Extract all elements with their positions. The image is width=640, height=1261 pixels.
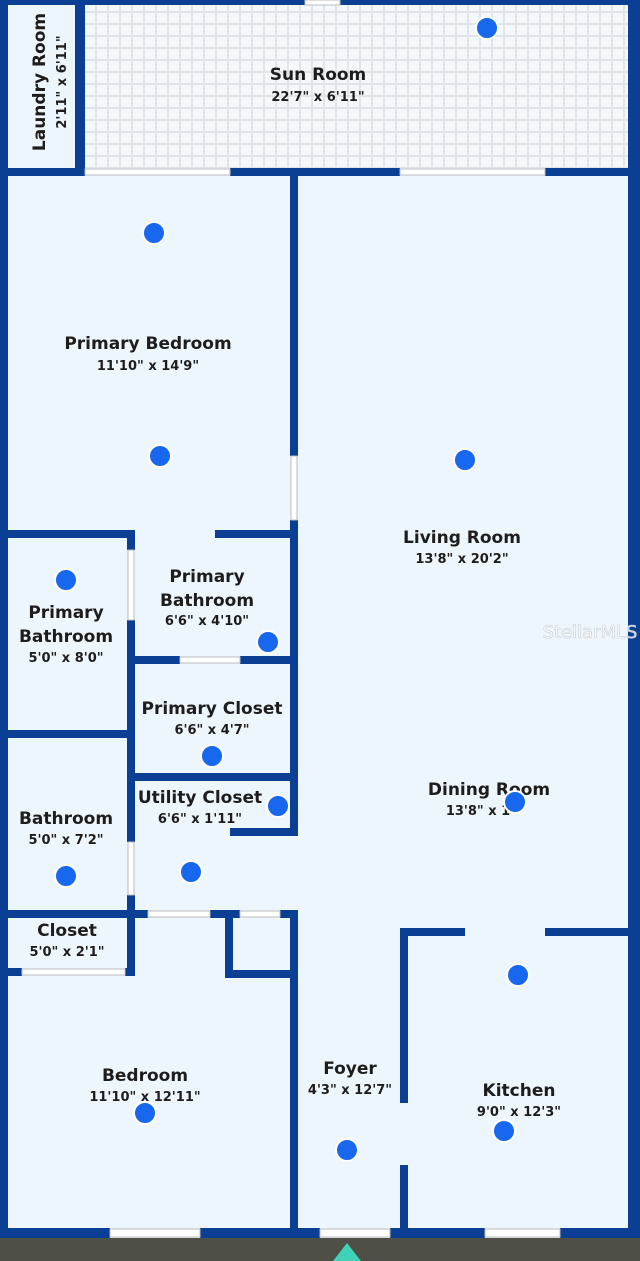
primary-bathroom-1-name2: Bathroom [19,627,113,647]
bedroom-name: Bedroom [102,1066,188,1086]
wall [75,0,85,175]
sun-room-tile-floor [85,5,628,168]
wall [400,928,408,1103]
living-room-name: Living Room [403,528,521,548]
wall [0,530,135,538]
kitchen-name: Kitchen [483,1081,556,1101]
photo-hotspot-dot-icon[interactable] [200,744,224,768]
bedroom-dims: 11'10" x 12'11" [89,1090,200,1105]
photo-hotspot-dot-icon[interactable] [54,864,78,888]
photo-hotspot-dot-icon[interactable] [266,794,290,818]
laundry-room-dims: 2'11" x 6'11" [55,35,70,128]
primary-bathroom-2-name2: Bathroom [160,591,254,611]
window-opening [147,910,211,918]
photo-hotspot-dot-icon[interactable] [506,963,530,987]
photo-hotspot-dot-icon[interactable] [335,1138,359,1162]
wall [0,910,148,918]
window-opening [304,0,341,6]
windows [21,0,561,1238]
wall [0,730,135,738]
wall [628,0,640,1238]
closet-name: Closet [37,921,97,941]
living-room-dims: 13'8" x 20'2" [415,552,508,567]
photo-hotspots [54,16,530,1162]
primary-bathroom-1-dims: 5'0" x 8'0" [28,651,103,666]
wall [127,895,135,975]
window-opening [239,910,281,918]
wall [0,968,22,976]
primary-bathroom-2-name1: Primary [169,567,244,587]
wall [0,168,85,176]
wall [127,530,135,550]
window-opening [179,656,241,664]
bathroom-name: Bathroom [19,809,113,829]
primary-closet-name: Primary Closet [142,699,283,719]
wall [545,928,635,936]
wall [390,1228,485,1238]
wall [215,530,298,538]
wall [290,910,298,1235]
photo-hotspot-dot-icon[interactable] [54,568,78,592]
wall [545,168,640,176]
wall [225,970,295,978]
wall [290,176,298,456]
wall [230,168,400,176]
foyer-name: Foyer [323,1059,377,1079]
photo-hotspot-dot-icon[interactable] [503,790,527,814]
utility-closet-name: Utility Closet [138,788,262,808]
wall [0,1228,110,1238]
photo-hotspot-dot-icon[interactable] [148,444,172,468]
window-opening [484,1228,561,1238]
primary-bathroom-2-dims: 6'6" x 4'10" [165,614,249,629]
sun-room-name: Sun Room [270,65,367,85]
wall [135,656,180,664]
window-opening [399,168,546,176]
photo-hotspot-dot-icon[interactable] [453,448,477,472]
kitchen-dims: 9'0" x 12'3" [477,1105,561,1120]
sun-room-dims: 22'7" x 6'11" [271,90,364,105]
primary-closet-dims: 6'6" x 4'7" [174,723,249,738]
laundry-room-name: Laundry Room [30,13,50,151]
bathroom-dims: 5'0" x 7'2" [28,833,103,848]
wall [135,773,298,781]
photo-hotspot-dot-icon[interactable] [133,1101,157,1125]
wall [400,1165,408,1235]
utility-closet-dims: 6'6" x 1'11" [158,812,242,827]
primary-bedroom-dims: 11'10" x 14'9" [97,359,199,374]
wall [230,828,298,836]
photo-hotspot-dot-icon[interactable] [475,16,499,40]
photo-hotspot-dot-icon[interactable] [179,860,203,884]
wall [0,0,8,1238]
wall [290,520,298,832]
dining-room-name: Dining Room [428,780,550,800]
wall [400,928,465,936]
wall [240,656,298,664]
window-opening [21,968,126,976]
foyer-dims: 4'3" x 12'7" [308,1083,392,1098]
window-opening [109,1228,201,1238]
window-opening [319,1228,391,1238]
photo-hotspot-dot-icon[interactable] [492,1119,516,1143]
wall [125,968,135,976]
window-opening [290,455,298,521]
window-opening [84,168,231,176]
primary-bedroom-name: Primary Bedroom [64,334,231,354]
wall [280,910,298,918]
closet-dims: 5'0" x 2'1" [29,945,104,960]
photo-hotspot-dot-icon[interactable] [256,630,280,654]
primary-bathroom-1-name1: Primary [28,603,103,623]
window-opening [127,549,135,621]
wall [560,1228,640,1238]
photo-hotspot-dot-icon[interactable] [142,221,166,245]
wall [200,1228,320,1238]
watermark: StellarMLS [543,622,638,643]
view-direction-marker-icon[interactable] [333,1243,361,1261]
dining-room-dims: 13'8" x 1 [446,804,510,819]
window-opening [127,841,135,896]
wall [225,910,233,975]
